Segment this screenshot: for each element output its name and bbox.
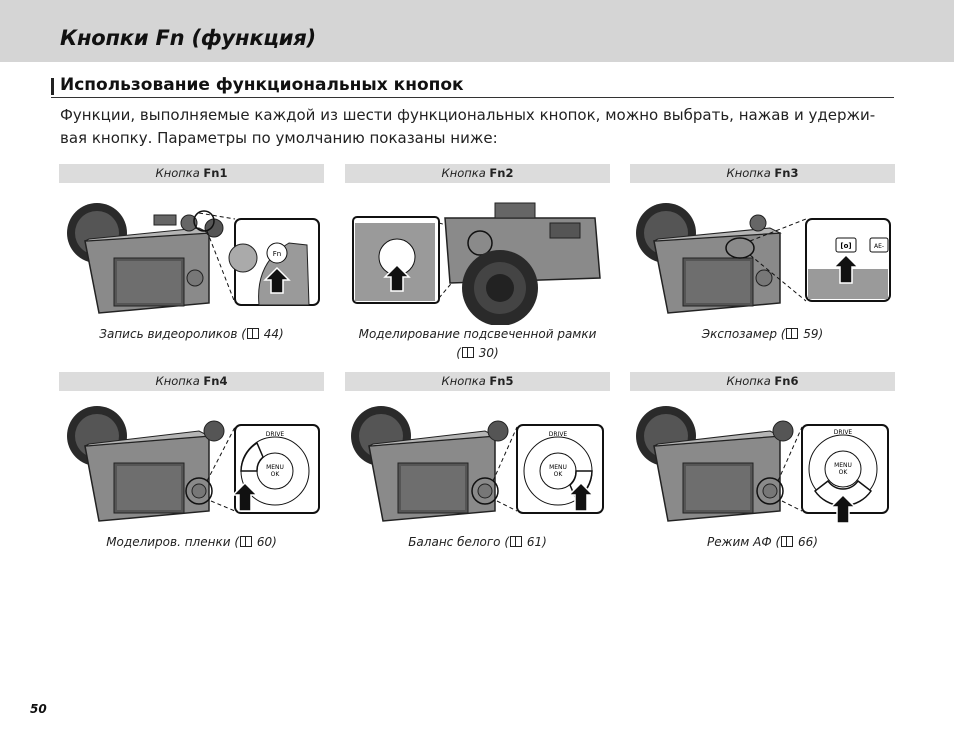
fn1-callout-label: Fn [273,250,281,258]
fn1-cell: Кнопка Fn1 Fn Запись видеороликов ( 44 [59,164,324,344]
fn6-illustration: DRIVE MENU OK [630,391,895,533]
fn1-label: Кнопка Fn1 [59,164,324,183]
fn6-dial-center-1: MENU [834,462,852,469]
camera-illustration [352,202,601,325]
fn3-label-name: Fn3 [774,166,799,180]
book-reference-icon [240,536,252,547]
fn5-illustration: DRIVE MENU OK [345,391,610,533]
fn1-illustration: Fn [59,183,324,325]
book-reference-icon [510,536,523,547]
page-title: Кнопки Fn (функция) [60,26,316,50]
fn6-dial-top: DRIVE [834,429,853,436]
fn5-label-name: Fn5 [489,374,514,388]
fn6-label-name: Fn6 [774,374,799,388]
fn2-caption: Моделирование подсвеченной рамки ( 30) [358,327,597,360]
fn1-label-name: Fn1 [203,166,228,180]
fn4-label-name: Fn4 [203,374,228,388]
camera-illustration: DRIVE MENU OK [351,406,604,522]
camera-illustration: DRIVE MENU OK [67,406,320,522]
fn5-dial-center-1: MENU [549,464,567,471]
book-reference-icon [246,328,259,339]
press-arrow-icon [383,263,411,292]
page-number: 50 [30,702,47,716]
book-reference-icon [786,328,799,339]
fn2-label-name: Fn2 [489,166,514,180]
fn4-dial-center-1: MENU [266,464,284,471]
camera-illustration: DRIVE MENU OK [636,406,889,524]
fn4-label-prefix: Кнопка [155,374,200,388]
section-title: Использование функциональных кнопок [60,75,464,95]
fn4-cell: Кнопка Fn4 DRIVE MENU OK Моделиров. плен [59,372,324,552]
fn6-dial-center-2: OK [839,469,849,476]
fn6-label: Кнопка Fn6 [630,372,895,391]
fn4-illustration: DRIVE MENU OK [59,391,324,533]
fn4-label: Кнопка Fn4 [59,372,324,391]
press-arrow-icon [832,253,860,284]
fn3-callout-label-2: AE- [874,243,884,250]
header-band [0,0,954,62]
fn5-label: Кнопка Fn5 [345,372,610,391]
section-rule [51,97,894,98]
fn5-caption: Баланс белого ( 61) [408,535,547,549]
fn1-caption: Запись видеороликов ( 44) [99,327,284,341]
intro-text: Функции, выполняемые каждой из шести фун… [60,104,900,150]
fn3-caption: Экспозамер ( 59) [701,327,824,341]
fn6-cell: Кнопка Fn6 DRIVE MENU OK Режим АФ ( 66) [630,372,895,552]
fn3-callout-label: [o] [840,242,851,250]
fn6-caption: Режим АФ ( 66) [707,535,818,549]
fn4-dial-top: DRIVE [266,431,285,438]
fn6-label-prefix: Кнопка [726,374,771,388]
intro-line-1: Функции, выполняемые каждой из шести фун… [60,106,876,124]
fn5-cell: Кнопка Fn5 DRIVE MENU OK Баланс белого ( [345,372,610,552]
fn1-label-prefix: Кнопка [155,166,200,180]
camera-illustration: Fn [67,203,320,314]
fn4-dial-center-2: OK [271,471,281,478]
intro-line-2: вая кнопку. Параметры по умолчанию показ… [60,129,498,147]
fn4-caption: Моделиров. пленки ( 60) [106,535,277,549]
fn3-cell: Кнопка Fn3 [o] AE- Экспозамер ( 59) [630,164,895,344]
press-arrow-icon [829,493,857,524]
book-reference-icon [781,536,794,547]
camera-illustration: [o] AE- [636,203,891,314]
fn2-label: Кнопка Fn2 [345,164,610,183]
fn2-cell: Кнопка Fn2 Моделирование подсвеченной ра… [345,164,610,363]
fn5-dial-center-2: OK [554,471,564,478]
fn3-illustration: [o] AE- [630,183,895,325]
fn3-label: Кнопка Fn3 [630,164,895,183]
press-arrow-icon [567,481,595,512]
fn5-label-prefix: Кнопка [441,374,486,388]
section-marker [51,78,54,95]
press-arrow-icon [263,266,291,294]
press-arrow-icon [231,481,259,512]
fn3-label-prefix: Кнопка [726,166,771,180]
book-reference-icon [461,347,474,358]
fn5-dial-top: DRIVE [549,431,568,438]
fn2-label-prefix: Кнопка [441,166,486,180]
fn2-illustration [345,183,610,325]
